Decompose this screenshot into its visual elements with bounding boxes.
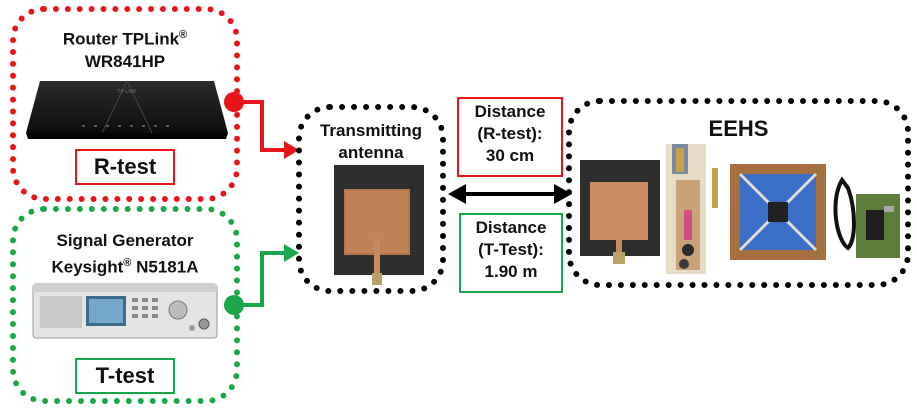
distance-r-line2: (R-test): xyxy=(477,124,543,143)
transmitter-title-line1: Transmitting xyxy=(319,121,422,140)
eehs-box xyxy=(566,98,911,288)
sensor-board-photo xyxy=(833,176,900,258)
generator-model: N5181A xyxy=(131,257,199,277)
rectifier-board-photo xyxy=(666,144,706,274)
harvester-board-photo xyxy=(712,164,826,260)
generator-tag: T-test xyxy=(75,358,175,394)
svg-text:TP-LINK: TP-LINK xyxy=(117,89,137,95)
generator-title: Signal Generator Keysight® N5181A xyxy=(20,230,230,279)
router-arrowhead xyxy=(284,141,299,159)
distance-t-line1: Distance xyxy=(475,218,547,237)
router-connector-dot xyxy=(224,92,244,112)
router-photo: TP-LINK xyxy=(26,80,228,139)
generator-photo xyxy=(32,283,218,339)
distance-t-line3: 1.90 m xyxy=(484,262,538,281)
transmitter-box xyxy=(296,104,446,294)
generator-title-line1: Signal Generator xyxy=(56,231,194,250)
receiving-antenna-photo xyxy=(580,160,660,264)
distance-arrowhead-right xyxy=(554,184,572,204)
distance-t-box: Distance (T-Test): 1.90 m xyxy=(459,213,563,293)
transmitter-antenna-photo xyxy=(334,165,424,285)
distance-arrowhead-left xyxy=(448,184,466,204)
eehs-photos xyxy=(580,144,900,274)
router-title-line1: Router TPLink xyxy=(62,29,180,49)
router-connector xyxy=(234,100,284,152)
transmitter-title: Transmitting antenna xyxy=(300,120,442,164)
router-title-line2: WR841HP xyxy=(84,51,166,71)
generator-reg-mark: ® xyxy=(123,257,132,269)
router-tag: R-test xyxy=(75,149,175,185)
transmitter-title-line2: antenna xyxy=(338,143,404,162)
distance-t-line2: (T-Test): xyxy=(478,240,544,259)
generator-arrowhead xyxy=(284,244,299,262)
distance-r-line3: 30 cm xyxy=(485,146,535,165)
router-reg-mark: ® xyxy=(179,29,188,41)
generator-connector-dot xyxy=(224,295,244,315)
generator-connector xyxy=(234,251,284,307)
router-title: Router TPLink® WR841HP xyxy=(20,24,230,73)
eehs-title: EEHS xyxy=(708,116,769,141)
distance-r-box: Distance (R-test): 30 cm xyxy=(457,97,563,177)
generator-brand: Keysight xyxy=(51,257,124,277)
distance-r-line1: Distance xyxy=(474,102,546,121)
